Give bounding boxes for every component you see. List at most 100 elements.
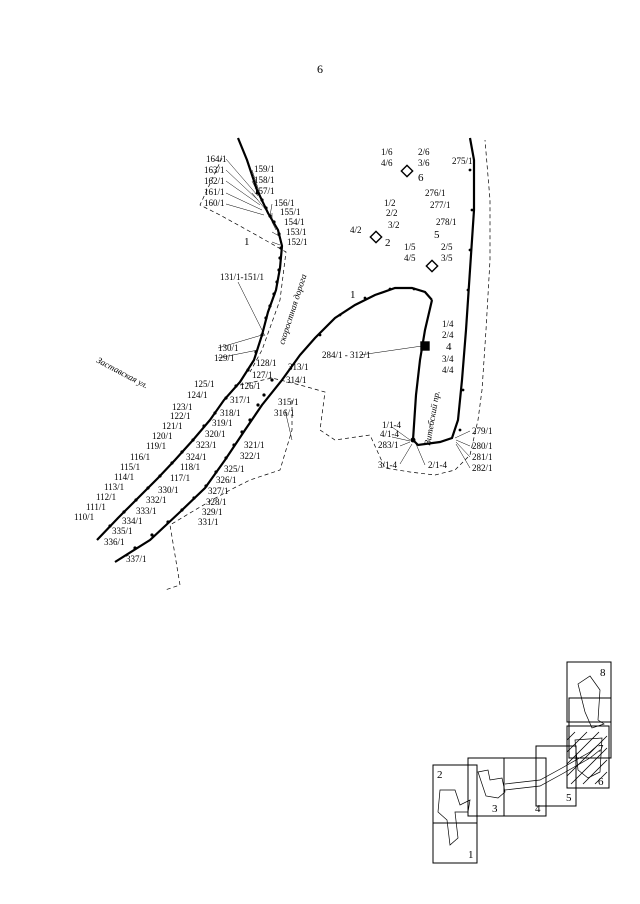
label-328: 328/1 <box>206 497 227 507</box>
label-119: 119/1 <box>146 441 166 451</box>
label-320: 320/1 <box>205 429 226 439</box>
label-4-1-4: 4/1-4 <box>380 429 399 439</box>
label-335: 335/1 <box>112 526 133 536</box>
label-337: 337/1 <box>126 554 147 564</box>
sheet-6 <box>566 725 610 789</box>
label-325: 325/1 <box>224 464 245 474</box>
label-3-2: 3/2 <box>388 220 400 230</box>
label-4-6: 4/6 <box>381 158 393 168</box>
label-280: 280/1 <box>472 441 493 451</box>
label-275: 275/1 <box>452 156 473 166</box>
label-1-6: 1/6 <box>381 147 393 157</box>
label-122: 122/1 <box>170 411 191 421</box>
sheet-label-6: 6 <box>598 776 604 788</box>
label-316: 316/1 <box>274 408 295 418</box>
label-334: 334/1 <box>122 516 143 526</box>
label-113: 113/1 <box>104 482 124 492</box>
street-vitebsky: Витебский пр. <box>422 390 441 446</box>
label-5: 5 <box>434 229 440 241</box>
west-labels: 164/1 163/1 162/1 161/1 160/1 159/1 158/… <box>204 154 308 363</box>
label-321: 321/1 <box>244 440 265 450</box>
label-164: 164/1 <box>206 154 227 164</box>
label-1-1-4: 1/1-4 <box>382 420 401 430</box>
label-2-1-4: 2/1-4 <box>428 460 447 470</box>
label-326: 326/1 <box>216 475 237 485</box>
label-276: 276/1 <box>425 188 446 198</box>
sheet-label-1: 1 <box>468 849 474 861</box>
label-163: 163/1 <box>204 165 225 175</box>
east-labels: 284/1 - 312/1 1/4 2/4 4 3/4 4/4 1/1-4 4/… <box>322 147 493 473</box>
page-number: 6 <box>317 62 323 76</box>
south-left-labels: 125/1 124/1 123/1 122/1 121/1 120/1 119/… <box>74 379 215 522</box>
sheet-label-5: 5 <box>566 792 572 804</box>
label-323: 323/1 <box>196 440 217 450</box>
label-117: 117/1 <box>170 473 190 483</box>
label-336: 336/1 <box>104 537 125 547</box>
label-160: 160/1 <box>204 198 225 208</box>
label-313: 313/1 <box>288 362 309 372</box>
label-1-5: 1/5 <box>404 242 416 252</box>
sheet-index-map: 2 1 3 4 5 6 7 8 <box>432 661 612 864</box>
sheet-label-7: 7 <box>598 743 604 755</box>
label-112: 112/1 <box>96 492 116 502</box>
label-282: 282/1 <box>472 463 493 473</box>
label-3-6: 3/6 <box>418 158 430 168</box>
cable-markers <box>108 168 474 550</box>
label-110: 110/1 <box>74 512 94 522</box>
label-111: 111/1 <box>86 502 106 512</box>
label-322: 322/1 <box>240 451 261 461</box>
sheet-label-2: 2 <box>437 769 443 781</box>
label-2: 2 <box>385 237 391 249</box>
label-314: 314/1 <box>286 375 307 385</box>
label-121: 121/1 <box>162 421 183 431</box>
south-mid-labels: 128/1 127/1 126/1 317/1 318/1 319/1 320/… <box>104 358 277 564</box>
label-2-6: 2/6 <box>418 147 430 157</box>
label-126: 126/1 <box>240 381 261 391</box>
label-330: 330/1 <box>158 485 179 495</box>
label-130: 130/1 <box>218 343 239 353</box>
label-4-2: 4/2 <box>350 225 362 235</box>
label-4: 4 <box>446 341 452 353</box>
label-1-4: 1/4 <box>442 319 454 329</box>
label-118: 118/1 <box>180 462 200 472</box>
label-125: 125/1 <box>194 379 215 389</box>
sheet-label-4: 4 <box>535 803 541 815</box>
sheet-label-8: 8 <box>600 667 606 679</box>
label-329: 329/1 <box>202 507 223 517</box>
label-318: 318/1 <box>220 408 241 418</box>
label-281: 281/1 <box>472 452 493 462</box>
leader-lines <box>217 158 471 469</box>
sheet-3 <box>467 757 505 817</box>
sheet-7 <box>568 697 612 759</box>
label-156: 156/1 <box>274 198 295 208</box>
label-128: 128/1 <box>256 358 277 368</box>
label-114: 114/1 <box>114 472 134 482</box>
label-115: 115/1 <box>120 462 140 472</box>
label-4-4: 4/4 <box>442 365 454 375</box>
street-speed-road: скоростная дорога <box>276 272 308 345</box>
line-number-1b: 1 <box>350 289 356 301</box>
label-3-1-4: 3/1-4 <box>378 460 397 470</box>
label-154: 154/1 <box>284 217 305 227</box>
label-277: 277/1 <box>430 200 451 210</box>
label-2-2: 2/2 <box>386 208 398 218</box>
sheet-5 <box>535 745 577 807</box>
label-2-4: 2/4 <box>442 330 454 340</box>
label-283: 283/1 <box>378 440 399 450</box>
label-157: 157/1 <box>254 186 275 196</box>
label-116: 116/1 <box>130 452 150 462</box>
label-331: 331/1 <box>198 517 219 527</box>
street-zastavskaya: Заставская ул. <box>95 355 150 390</box>
label-332: 332/1 <box>146 495 167 505</box>
label-152: 152/1 <box>287 237 308 247</box>
label-162: 162/1 <box>204 176 225 186</box>
label-278: 278/1 <box>436 217 457 227</box>
label-4-5: 4/5 <box>404 253 416 263</box>
label-3-5: 3/5 <box>441 253 453 263</box>
label-153: 153/1 <box>286 227 307 237</box>
label-123: 123/1 <box>172 402 193 412</box>
label-120: 120/1 <box>152 431 173 441</box>
label-124: 124/1 <box>187 390 208 400</box>
label-1-2: 1/2 <box>384 198 396 208</box>
